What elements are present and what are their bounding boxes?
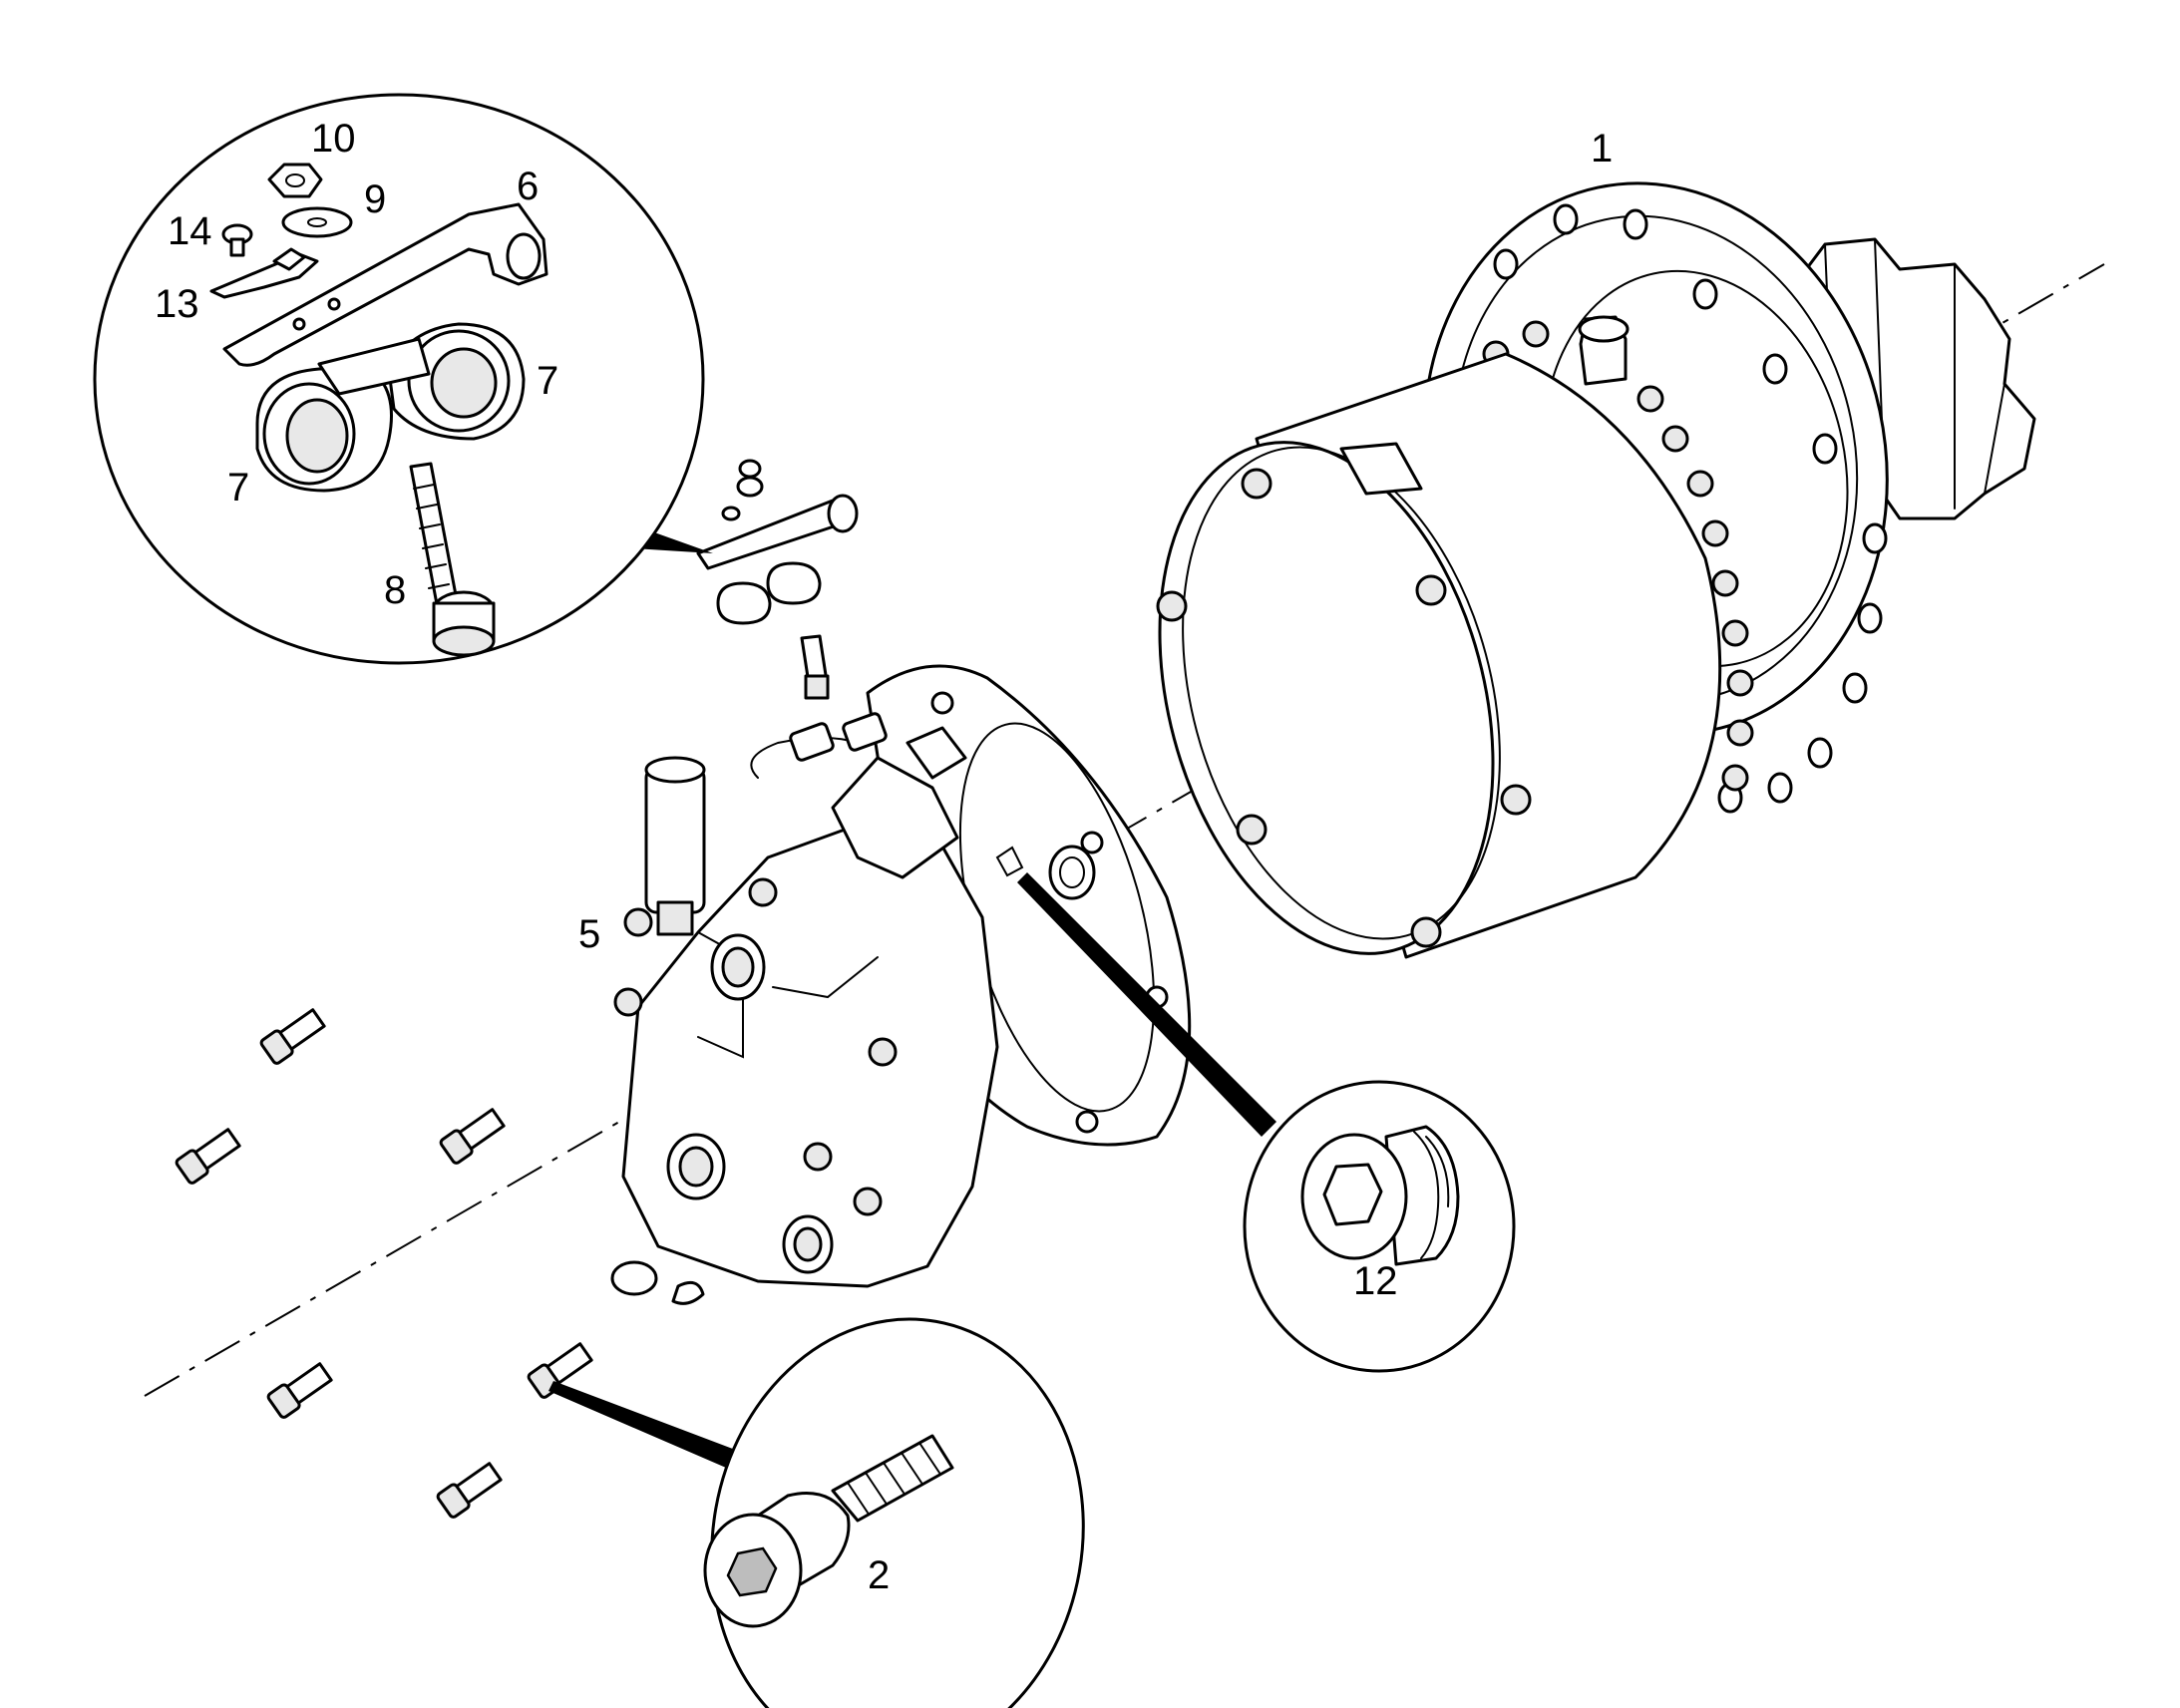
callout-10: 10 [311,117,356,161]
callout-9: 9 [364,177,386,221]
callout-7-left: 7 [227,466,249,510]
bracket-assembly-small [696,459,859,700]
detail-screw [703,1317,1085,1708]
callout-1: 1 [1591,127,1613,171]
detail-bracket-kit [93,93,705,665]
callout-2: 2 [868,1553,890,1597]
callout-12: 12 [1353,1259,1398,1303]
callout-8: 8 [384,568,406,612]
detail-plug [1243,1080,1516,1373]
callout-labels: 1 2 5 6 7 7 8 9 10 12 13 14 [155,117,1613,1597]
callout-7-right: 7 [537,359,558,403]
flange-bolt-holes [1493,203,1888,814]
callout-6: 6 [517,165,539,208]
callout-5: 5 [578,912,600,956]
callout-13: 13 [155,282,199,326]
leader-plug [1017,872,1276,1137]
callout-14: 14 [168,209,212,253]
loose-screws [175,1008,593,1519]
hydraulic-motor [610,664,1192,1305]
gear-reduction-unit [1156,181,2036,959]
cover-bolts [1156,468,1532,948]
leader-screw [548,1381,738,1471]
